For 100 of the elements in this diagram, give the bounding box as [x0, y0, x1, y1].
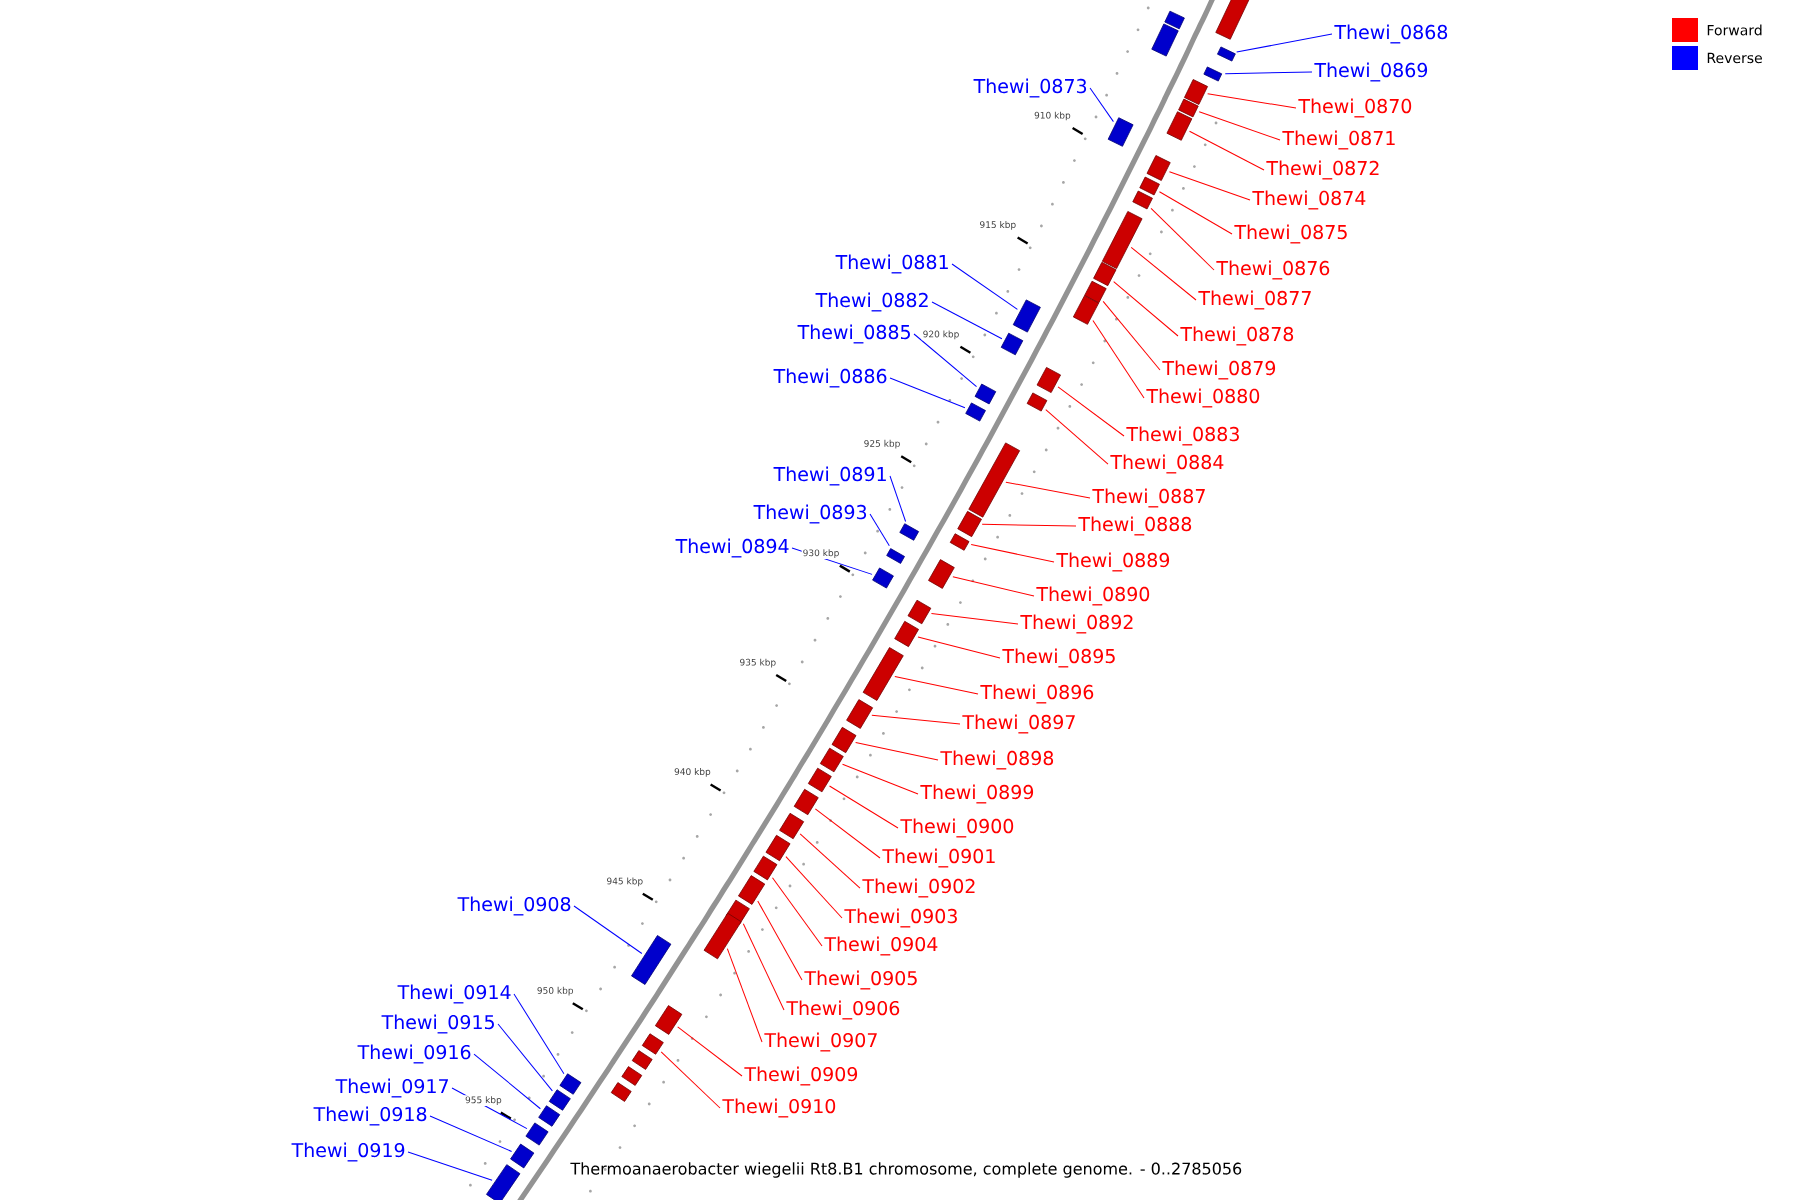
leader-line: [981, 523, 1077, 527]
gene-label: Thewi_0895: [1002, 648, 1115, 668]
gene-block: [1026, 392, 1048, 412]
leader-line: [894, 675, 979, 695]
leader-line: [1005, 481, 1091, 499]
leader-line: [791, 547, 873, 575]
leader-line: [772, 877, 823, 947]
gene-block: [1107, 117, 1134, 147]
leader-line: [757, 900, 803, 981]
gene-label: Thewi_0902: [862, 878, 975, 898]
leader-line: [855, 742, 939, 761]
leader-line: [1092, 320, 1145, 399]
leader-line: [1089, 87, 1114, 123]
leader-line: [1236, 33, 1333, 53]
leader-line: [970, 543, 1055, 563]
leader-line: [952, 576, 1035, 597]
leader-line: [1045, 409, 1109, 465]
gene-block: [1164, 10, 1185, 30]
gene-label: Thewi_0893: [753, 504, 867, 524]
gene-block: [753, 855, 778, 881]
gene-label: Thewi_0899: [920, 784, 1034, 804]
gene-block: [1178, 98, 1199, 118]
gene-block: [968, 442, 1021, 518]
gene-label: Thewi_0919: [291, 1142, 405, 1162]
leader-line: [1057, 386, 1125, 437]
gene-block: [525, 1122, 549, 1146]
gene-block: [621, 1066, 643, 1086]
gene-label: Thewi_0890: [1036, 586, 1150, 606]
gene-block: [957, 510, 982, 538]
gene-label: Thewi_0900: [900, 818, 1014, 838]
gene-block: [846, 699, 873, 729]
leader-line: [473, 1053, 541, 1110]
gene-block: [1217, 46, 1236, 62]
gene-label: Thewi_0915: [381, 1014, 494, 1034]
gene-label: Thewi_0869: [1314, 62, 1428, 82]
gene-block: [1036, 367, 1061, 393]
gene-block: [928, 559, 955, 589]
gene-label: Thewi_0874: [1252, 190, 1366, 210]
gene-label: Thewi_0907: [764, 1032, 877, 1052]
gene-label: Thewi_0896: [980, 684, 1094, 704]
leader-line: [799, 833, 861, 889]
gene-label: Thewi_0905: [804, 970, 917, 990]
gene-label: Thewi_0879: [1162, 360, 1276, 380]
gene-label: Thewi_0872: [1266, 160, 1379, 180]
leader-line: [1168, 171, 1251, 201]
gene-label: Thewi_0871: [1282, 130, 1395, 150]
gene-label: Thewi_0906: [786, 1000, 900, 1020]
gene-label: Thewi_0917: [335, 1078, 448, 1098]
gene-label: Thewi_0882: [815, 292, 928, 312]
caption: Thermoanaerobacter wiegelii Rt8.B1 chromosome, complete genome. - 0..2785056: [570, 1162, 1242, 1178]
gene-block: [1215, 0, 1250, 40]
leader-line: [1113, 281, 1179, 337]
gene-label: Thewi_0909: [744, 1066, 858, 1086]
gene-block: [738, 875, 766, 905]
leader-line: [1159, 191, 1233, 235]
leader-line: [1224, 71, 1313, 75]
gene-label: Thewi_0892: [1020, 614, 1133, 634]
gene-block: [1072, 295, 1100, 325]
gene-label: Thewi_0910: [722, 1098, 836, 1118]
gene-block: [907, 599, 932, 625]
gene-block: [1166, 111, 1193, 141]
gene-label: Thewi_0868: [1334, 24, 1448, 44]
gene-block: [486, 1164, 521, 1200]
gene-label: Thewi_0894: [675, 538, 789, 558]
leader-line: [573, 905, 643, 954]
gene-label: Thewi_0904: [824, 936, 938, 956]
leader-line: [871, 714, 961, 725]
leader-line: [726, 948, 763, 1043]
gene-label: Thewi_0884: [1110, 454, 1224, 474]
gene-block: [548, 1089, 571, 1111]
leader-line: [814, 808, 881, 859]
gene-label: Thewi_0876: [1216, 260, 1330, 280]
gene-block: [1012, 299, 1041, 333]
leader-line: [1198, 111, 1281, 141]
leader-line: [1207, 93, 1297, 109]
gene-label: Thewi_0901: [882, 848, 995, 868]
leader-line: [889, 377, 966, 409]
gene-block: [631, 1050, 653, 1070]
gene-label: Thewi_0877: [1198, 290, 1311, 310]
gene-block: [886, 548, 905, 564]
leader-line: [931, 301, 1003, 340]
leader-line: [930, 613, 1019, 625]
gene-block: [779, 812, 805, 840]
gene-block: [1000, 332, 1024, 356]
gene-label: Thewi_0886: [773, 368, 887, 388]
gene-label: Thewi_0897: [962, 714, 1075, 734]
gene-block: [819, 747, 844, 773]
gene-block: [765, 834, 791, 862]
gene-label: Thewi_0908: [457, 896, 571, 916]
leader-line: [913, 333, 978, 388]
gene-block: [1101, 211, 1143, 269]
leader-line: [829, 785, 899, 829]
leader-line: [660, 1051, 721, 1109]
gene-label: Thewi_0898: [940, 750, 1054, 770]
gene-label: Thewi_0889: [1056, 552, 1170, 572]
leader-line: [1150, 207, 1215, 271]
leader-line: [889, 475, 907, 522]
gene-block: [894, 620, 919, 648]
gene-block: [974, 383, 997, 405]
gene-label: Thewi_0875: [1234, 224, 1347, 244]
